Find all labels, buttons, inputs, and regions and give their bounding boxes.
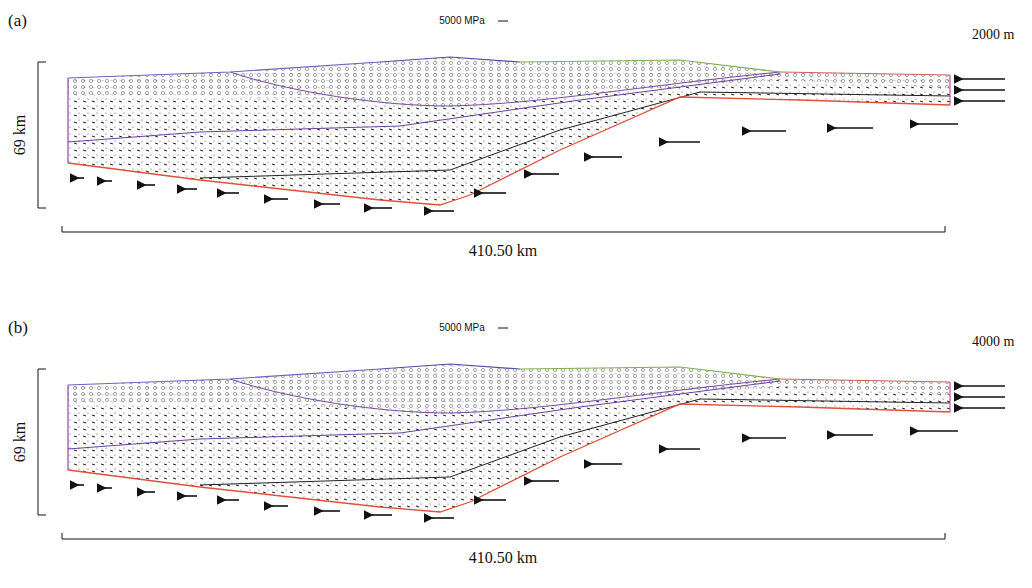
panel-label: (b) [8,319,28,336]
panel-label: (a) [8,12,27,29]
dimension: 69 km [12,115,28,155]
dimension: 410.50 km [469,550,537,566]
stress-scale: 5000 MPa [439,323,485,333]
dimension: 410.50 km [469,243,537,259]
stress-scale: 5000 MPa [439,16,485,26]
dimension: 69 km [12,422,28,462]
dimension: 2000 m [972,28,1014,42]
dimension: 4000 m [972,335,1014,349]
